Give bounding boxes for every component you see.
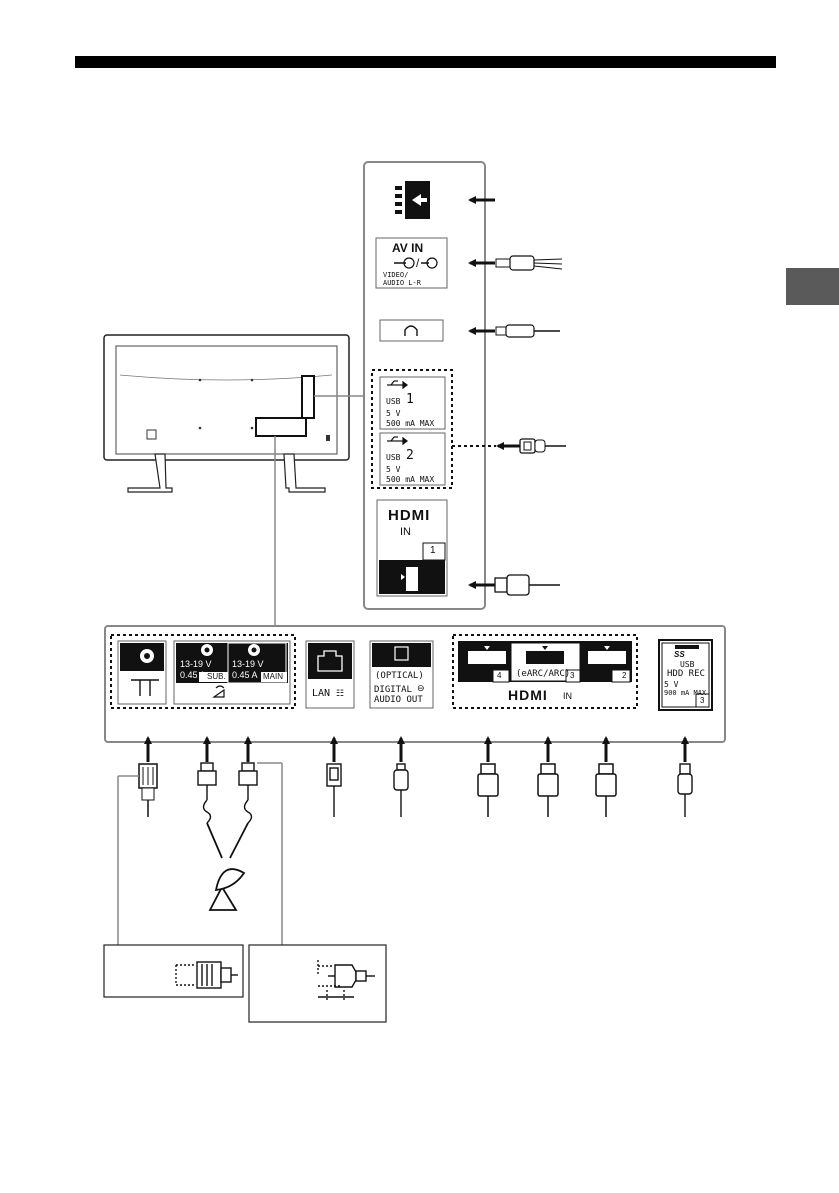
hdmi2-number: 2 [622,672,626,680]
f-connector-icon [198,763,257,858]
usb2-name: USB [386,454,400,462]
usb3-name: USB [680,661,694,669]
usb3-hdd-rec: HDD REC [667,670,705,679]
f-connector-detail-box [249,945,386,1022]
sat-sub-tag: SUB. [207,673,226,681]
sat-main-current: 0.45 A [232,671,258,680]
tv-back-illustration [104,335,364,626]
sat-sub-current: 0.45 A [180,671,206,680]
usb2-voltage: 5 V [386,466,400,474]
usb1-current: 500 mA MAX [386,420,434,428]
hdmi-socket-icon [406,567,418,591]
lan-label: LAN [312,689,330,699]
hdmi3-socket-icon [526,651,564,664]
coax-plug-icon [139,764,157,817]
usb1-number: 1 [406,393,414,406]
usb2-current: 500 mA MAX [386,476,434,484]
superspeed-logo: SS [674,651,685,659]
hdmi-cable-icons [478,764,616,817]
av-cable-icon [496,256,562,270]
audio-out-icon: ⊖ [417,684,425,693]
earc-label: (eARC/ARC) [516,670,570,679]
hdmi1-in: IN [400,527,411,538]
lan-plug-icon [327,764,341,817]
digital-label: DIGITAL [374,686,412,695]
usb1-name: USB [386,398,400,406]
hdmi2-socket-icon [588,651,626,664]
sat-main-voltage: 13-19 V [232,660,264,669]
hdmi4-number: 4 [497,672,501,680]
av-in-title: AV IN [392,242,423,254]
sat-main-tag: MAIN [263,673,283,681]
av-in-slash: / [416,257,419,269]
av-in-video: VIDEO/ [383,272,408,279]
usb2-number: 2 [406,449,414,462]
headphone-panel [380,320,443,341]
optical-plug-icon [394,764,408,817]
hdmi-logo: HDMI [508,688,548,702]
hdmi3-number: 3 [570,672,574,680]
av-in-audio: AUDIO L-R [383,280,421,287]
optical-label: (OPTICAL) [375,672,424,681]
satellite-dish-icon [210,869,244,910]
network-icon: ☷ [336,689,344,698]
hdmi-in-label: IN [563,692,572,701]
hdmi4-socket-icon [468,651,506,664]
usb3-number: 3 [700,697,704,705]
hdmi1-logo: HDMI [388,508,430,523]
headphone-plug-icon [496,325,560,337]
sat-sub-voltage: 13-19 V [180,660,212,669]
usb3-plug-icon [678,764,692,817]
usb1-voltage: 5 V [386,410,400,418]
hdmi-plug-icon [495,575,560,595]
usb3-voltage: 5 V [664,681,678,689]
hdmi1-number: 1 [430,546,436,556]
audio-out-label: AUDIO OUT [374,696,423,705]
usb-plug-icon [520,439,566,453]
